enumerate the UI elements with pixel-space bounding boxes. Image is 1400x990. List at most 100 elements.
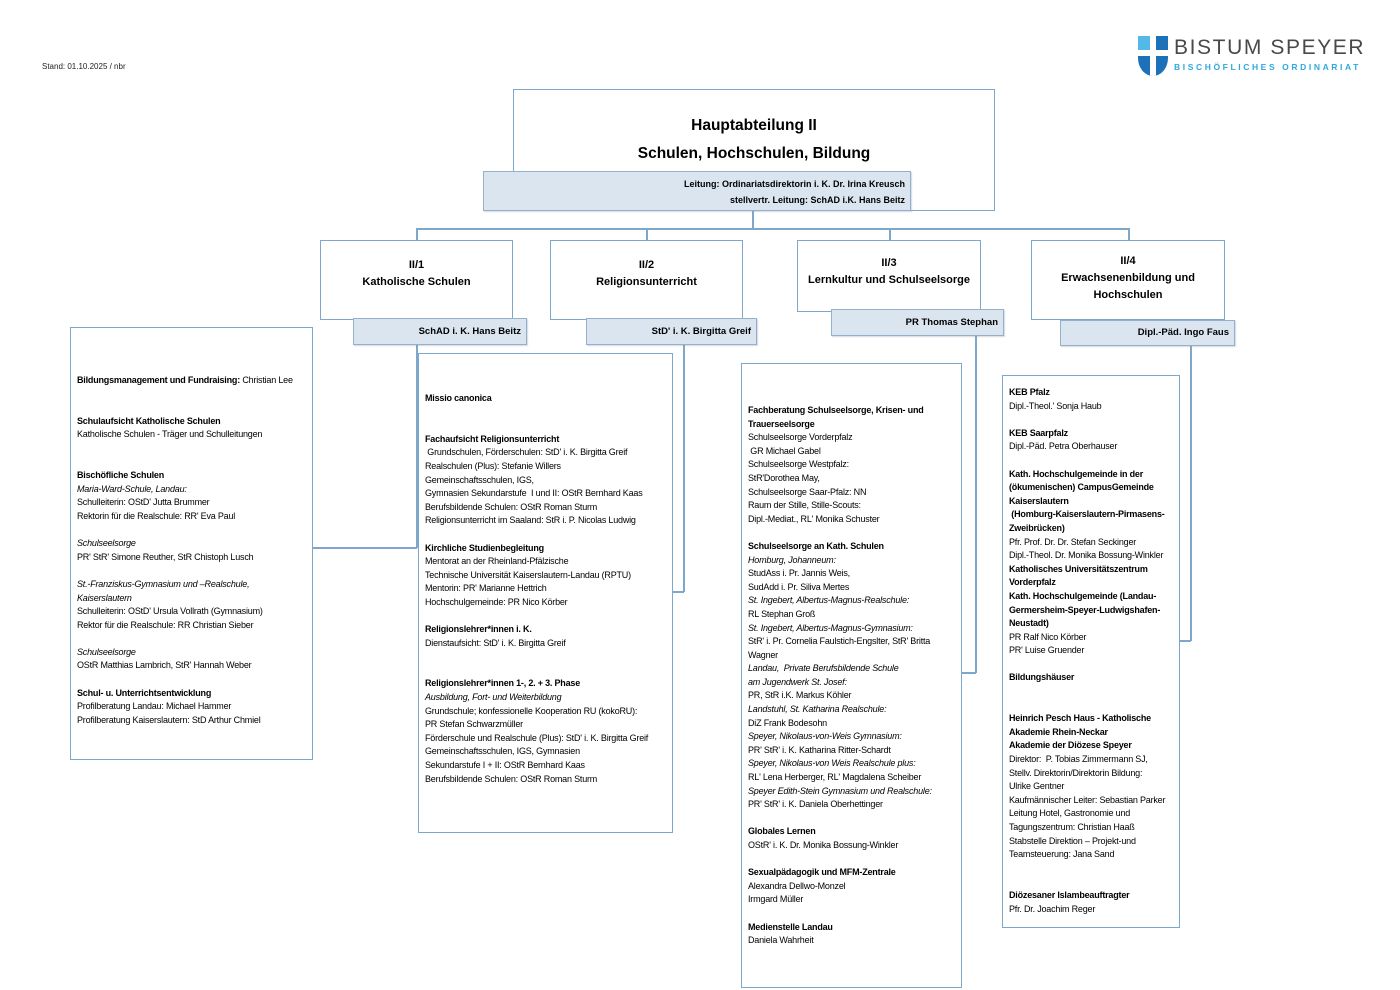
org-text-line: PR' StR' i. K. Daniela Oberhettinger [748, 799, 883, 810]
org-text-line: Mentorin: PR' Marianne Hettrich [425, 583, 547, 594]
org-text-line: Hochschulgemeinde: PR Nico Körber [425, 596, 568, 607]
org-text-line: Schul- u. Unterrichtsentwicklung [77, 687, 212, 698]
org-text-line [419, 664, 672, 678]
org-text-line: Sekundarstufe I + II: OStR Bernhard Kaas [425, 760, 585, 771]
org-text-line: PR Ralf Nico Körber [1009, 631, 1087, 642]
org-text-line [1003, 685, 1179, 699]
org-text-line: Schulseelsorge Saar-Pfalz: NN [748, 486, 867, 497]
org-text-line: Dipl.-Theol.' Sonja Haub [1009, 400, 1102, 411]
org-text-line: Neustadt) [1009, 618, 1049, 629]
org-text-line: Sexualpädagogik und MFM-Zentrale [748, 867, 896, 878]
org-text-line [742, 907, 961, 921]
org-text-line: Kirchliche Studienbegleitung [425, 542, 544, 553]
org-text-line: am Jugendwerk St. Josef: [748, 676, 847, 687]
connector-line [889, 228, 891, 241]
connector-line [1128, 228, 1130, 241]
connector-line [646, 228, 648, 241]
dept-box-ii1: II/1 Katholische Schulen [320, 240, 513, 320]
connector-line [683, 345, 685, 592]
org-text-line: Schulseelsorge [77, 538, 136, 549]
org-text-line: Diözesaner Islambeauftragter [1009, 889, 1130, 900]
org-text-line: Kath. Hochschulgemeinde in der [1009, 468, 1144, 479]
dept-name: Religionsunterricht [596, 276, 697, 288]
org-text-line: Globales Lernen [748, 826, 816, 837]
org-text-line: Dipl.-Päd. Petra Oberhauser [1009, 441, 1118, 452]
org-text-line: Katholisches Universitätszentrum [1009, 563, 1148, 574]
dept-leader-bar-ii2: StD' i. K. Birgitta Greif [586, 318, 757, 345]
root-title-line1: Hauptabteilung II [691, 117, 817, 134]
org-text-line: Schulseelsorge Westpfalz: [748, 459, 849, 470]
org-text-line: Gemeinschaftsschulen, IGS, [425, 474, 534, 485]
org-text-line [71, 456, 312, 470]
org-text-line: Raum der Stille, Stille-Scouts: [748, 500, 861, 511]
root-title-line2: Schulen, Hochschulen, Bildung [637, 145, 871, 162]
org-text-line: Trauerseelsorge [748, 418, 815, 429]
org-text-line: Landstuhl, St. Katharina Realschule: [748, 704, 887, 715]
org-text-line: Technische Universität Kaiserslautern-La… [425, 569, 631, 580]
org-text-line: Rektorin für die Realschule: RR' Eva Pau… [77, 510, 236, 521]
org-text-line: Akademie Rhein-Neckar [1009, 726, 1108, 737]
logo-text: BISTUM SPEYER BISCHÖFLICHES ORDINARIAT [1174, 36, 1365, 72]
org-text-line: OStR' i. K. Dr. Monika Bossung-Winkler [748, 840, 899, 850]
org-text-line: PR' Luise Gruender [1009, 645, 1085, 656]
connector-line [1180, 640, 1191, 642]
org-text-line: Grundschule; konfessionelle Kooperation … [425, 705, 638, 716]
dept-code: II/2 [638, 259, 655, 271]
org-text-line: Bildungsmanagement und Fundraising: Chri… [77, 375, 293, 385]
org-text-line: Teamsteuerung: Jana Sand [1009, 849, 1115, 860]
org-text-line: Irmgard Müller [748, 894, 804, 905]
org-text-line [71, 564, 312, 578]
org-text-line: Maria-Ward-Schule, Landau: [77, 483, 187, 494]
connector-line [416, 228, 1129, 230]
dept-code: II/4 [1120, 255, 1136, 267]
org-text-line: Grundschulen, Förderschulen: StD' i. K. … [425, 447, 628, 458]
root-leader-line2: stellvertr. Leitung: SchAD i.K. Hans Bei… [729, 195, 905, 205]
org-text-line: Missio canonica [425, 393, 492, 403]
org-text-line: Schulseelsorge an Kath. Schulen [748, 540, 884, 551]
dept-box-ii4: II/4 Erwachsenenbildung und Hochschulen [1031, 240, 1225, 320]
dept-box-ii2: II/2 Religionsunterricht [550, 240, 743, 320]
org-text-line: Förderschule und Realschule (Plus): StD'… [425, 732, 649, 743]
org-text-line [71, 388, 312, 402]
org-text-line: Profilberatung Landau: Michael Hammer [77, 701, 232, 712]
org-text-line: Ausbildung, Fort- und Weiterbildung [425, 692, 562, 703]
org-text-line: Tagungszentrum: Christian Haaß [1009, 822, 1135, 832]
org-text-line: Schulseelsorge Vorderpfalz [748, 432, 853, 443]
org-text-line [1003, 699, 1179, 713]
org-text-line: Mentorat an der Rheinland-Pfälzische [425, 556, 569, 567]
logo-subtitle: BISCHÖFLICHES ORDINARIAT [1174, 62, 1361, 72]
org-text-line: Gymnasien Sekundarstufe I und II: OStR B… [425, 488, 643, 499]
org-text-line: Bildungshäuser [1009, 672, 1075, 683]
logo-shield-icon [1138, 36, 1168, 76]
org-text-line: Dipl.-Theol. Dr. Monika Bossung-Winkler [1009, 550, 1164, 561]
org-text-line: Profilberatung Kaiserslautern: StD Arthu… [77, 714, 261, 725]
connector-line [962, 672, 976, 674]
dept-leader-bar-ii1: SchAD i. K. Hans Beitz [353, 318, 527, 345]
org-text-line: Germersheim-Speyer-Ludwigshafen- [1009, 604, 1161, 615]
org-text-line: OStR Matthias Lambrich, StR' Hannah Webe… [77, 660, 252, 671]
shield-quadrant [1138, 36, 1153, 53]
org-text-line: Daniela Wahrheit [748, 935, 814, 946]
connector-line [975, 336, 977, 673]
org-text-line: Speyer Edith-Stein Gymnasium und Realsch… [748, 785, 932, 796]
org-text-line: Stabstelle Direktion – Projekt-und [1009, 835, 1136, 846]
org-text-line: Landau, Private Berufsbildende Schule [748, 663, 899, 674]
connector-line [313, 547, 417, 549]
org-text-line: GR Michael Gabel [748, 445, 821, 456]
org-text-line: Berufsbildende Schulen: OStR Roman Sturm [425, 773, 598, 784]
org-text-line: Dienstaufsicht: StD' i. K. Birgitta Grei… [425, 637, 566, 648]
org-text-line: KEB Saarpfalz [1009, 427, 1068, 438]
org-text-line: Direktor: P. Tobias Zimmermann SJ, [1009, 754, 1148, 765]
org-text-line: Berufsbildende Schulen: OStR Roman Sturm [425, 501, 598, 512]
org-text-line: Homburg, Johanneum: [748, 554, 836, 565]
org-text-line: PR Stefan Schwarzmüller [425, 719, 523, 730]
dept-name: Lernkultur und Schulseelsorge [808, 274, 970, 286]
org-text-line: Speyer, Nikolaus-von Weis Realschule plu… [748, 758, 916, 769]
org-text-line [71, 524, 312, 538]
org-text-line: Wagner [748, 649, 778, 660]
org-text-line: Katholische Schulen - Träger und Schulle… [77, 429, 263, 440]
org-text-line: St.-Franziskus-Gymnasium und –Realschule… [77, 578, 250, 589]
connector-line [1190, 346, 1192, 641]
connector-line [673, 591, 684, 593]
